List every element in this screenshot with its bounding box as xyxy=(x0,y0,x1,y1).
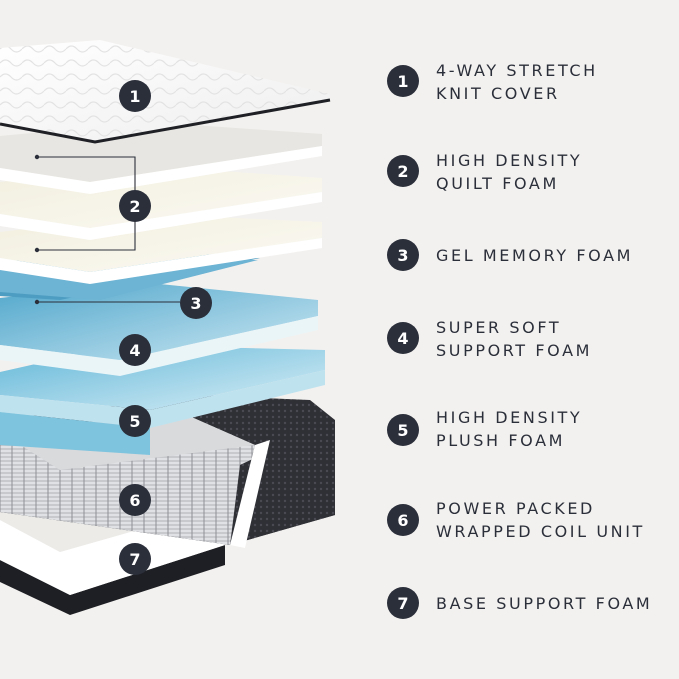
diagram-marker-7: 7 xyxy=(119,543,151,575)
legend-item-1-line1: 4-WAY STRETCH xyxy=(436,61,598,80)
legend-number-1: 1 xyxy=(387,65,419,97)
diagram-marker-1: 1 xyxy=(119,80,151,112)
legend-item-7: BASE SUPPORT FOAM xyxy=(436,592,652,615)
leader-dot xyxy=(34,247,40,253)
diagram-marker-3: 3 xyxy=(180,287,212,319)
legend-item-4-line1: SUPER SOFT xyxy=(436,318,562,337)
legend-number-5: 5 xyxy=(387,414,419,446)
legend-number-6: 6 xyxy=(387,504,419,536)
diagram-marker-5: 5 xyxy=(119,405,151,437)
legend-item-4-line2: SUPPORT FOAM xyxy=(436,341,593,360)
layer-2-quilt-foam xyxy=(0,122,322,284)
legend-item-7-line1: BASE SUPPORT FOAM xyxy=(436,594,653,613)
diagram-marker-4: 4 xyxy=(119,334,151,366)
legend-number-7: 7 xyxy=(387,587,419,619)
legend-item-4: SUPER SOFT SUPPORT FOAM xyxy=(436,316,592,362)
legend-item-5: HIGH DENSITY PLUSH FOAM xyxy=(436,406,582,452)
legend-item-5-line2: PLUSH FOAM xyxy=(436,431,566,450)
layer-1-knit-cover xyxy=(0,40,331,144)
leader-dot xyxy=(34,154,40,160)
legend-number-4: 4 xyxy=(387,322,419,354)
legend-item-6: POWER PACKED WRAPPED COIL UNIT xyxy=(436,497,645,543)
legend-number-3: 3 xyxy=(387,239,419,271)
legend-item-3-line1: GEL MEMORY FOAM xyxy=(436,246,634,265)
legend-item-5-line1: HIGH DENSITY xyxy=(436,408,583,427)
legend-item-2: HIGH DENSITY QUILT FOAM xyxy=(436,149,582,195)
legend-item-1: 4-WAY STRETCH KNIT COVER xyxy=(436,59,598,105)
diagram-marker-2: 2 xyxy=(119,190,151,222)
legend-item-6-line1: POWER PACKED xyxy=(436,499,595,518)
leader-dot xyxy=(34,299,40,305)
legend-number-2: 2 xyxy=(387,155,419,187)
legend-item-2-line1: HIGH DENSITY xyxy=(436,151,583,170)
legend-item-1-line2: KNIT COVER xyxy=(436,84,560,103)
diagram-marker-6: 6 xyxy=(119,484,151,516)
legend-item-2-line2: QUILT FOAM xyxy=(436,174,559,193)
legend-item-6-line2: WRAPPED COIL UNIT xyxy=(436,522,645,541)
legend-item-3: GEL MEMORY FOAM xyxy=(436,244,633,267)
